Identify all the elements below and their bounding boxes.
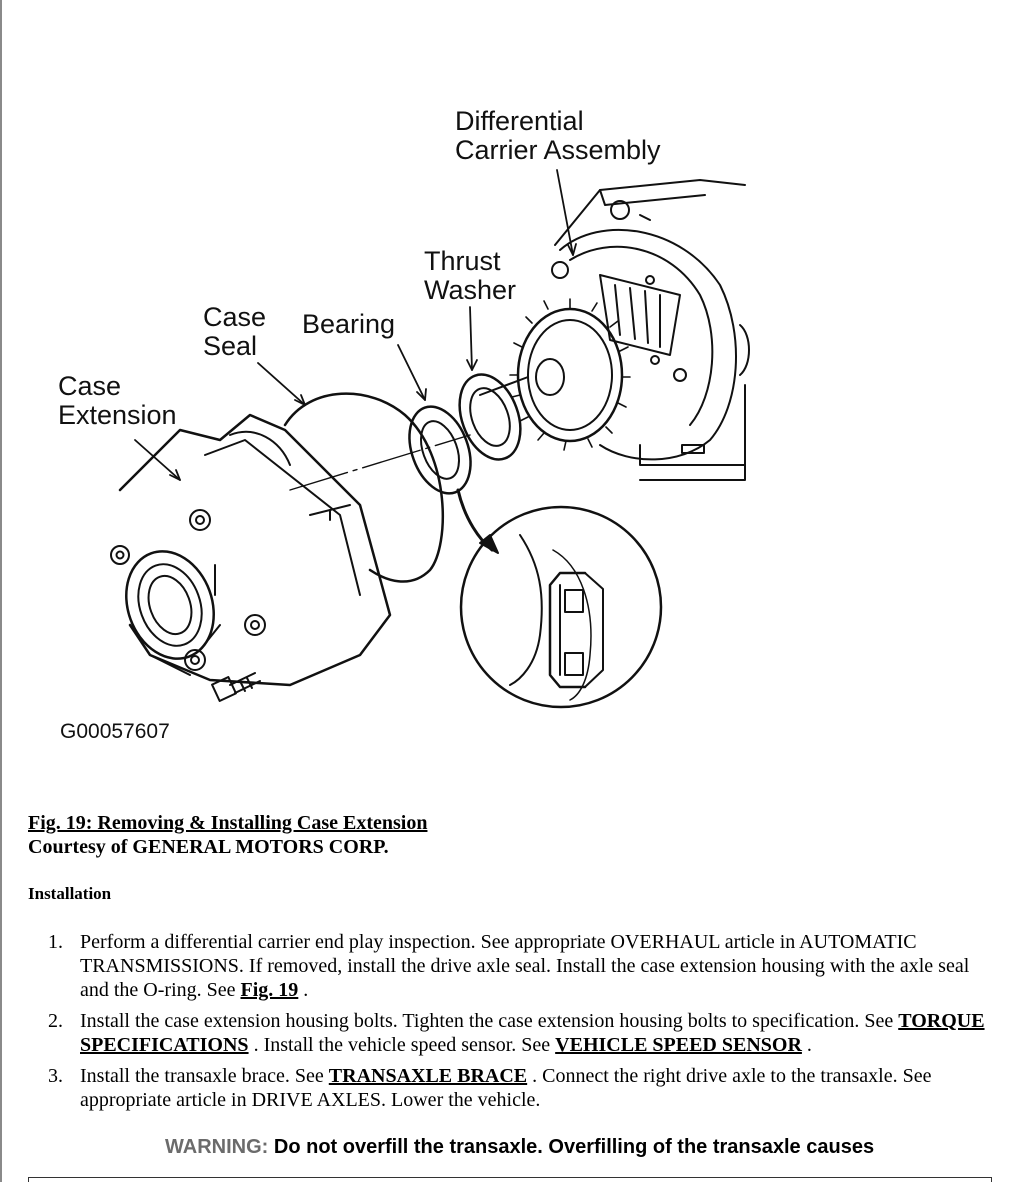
vehicle-speed-sensor-link[interactable]: VEHICLE SPEED SENSOR [555,1034,802,1056]
installation-steps: 1. Perform a differential carrier end pl… [30,930,990,1119]
warning-notice: WARNING: Do not overfill the transaxle. … [165,1136,874,1159]
callout-case-seal: Case Seal [203,302,267,361]
case-seal-drawing [283,392,444,583]
step-text: Perform a differential carrier end play … [80,931,970,1001]
callout-thrust-washer: Thrust Washer [424,246,517,305]
fig-19-link[interactable]: Fig. 19 [240,979,299,1001]
page-left-border [0,0,2,1182]
warning-label: WARNING: [165,1136,269,1158]
detail-inset [456,488,663,709]
torque-specifications-link[interactable]: TORQUE SPECIFICATIONS [80,1010,985,1056]
step-text: Install the case extension housing bolts… [80,1010,899,1032]
callout-differential-carrier-assembly: Differential Carrier Assembly [455,106,661,165]
step-number: 3. [48,1065,63,1087]
transaxle-brace-link[interactable]: TRANSAXLE BRACE [328,1065,528,1087]
step-item: 3. Install the transaxle brace. See TRAN… [30,1064,990,1112]
warning-box-border [28,1177,992,1182]
warning-text: Do not overfill the transaxle. Overfilli… [273,1136,875,1158]
bearing-drawing [289,405,472,495]
step-item: 2. Install the case extension housing bo… [30,1009,990,1057]
figure-caption: Fig. 19: Removing & Installing Case Exte… [28,811,427,859]
step-item: 1. Perform a differential carrier end pl… [30,930,990,1002]
step-text: . Install the vehicle speed sensor. See [248,1034,556,1056]
thrust-washer-drawing [458,373,522,461]
callout-leaders [134,169,577,481]
step-text: Install the transaxle brace. See [80,1065,329,1087]
section-heading: Installation [28,884,112,903]
step-number: 2. [48,1010,63,1032]
step-text: . [298,979,309,1001]
step-text: . [801,1034,812,1056]
callout-case-extension: Case Extension [58,371,177,430]
step-number: 1. [48,931,63,953]
figure-title-link[interactable]: Fig. 19: Removing & Installing Case Exte… [28,812,428,834]
case-extension-drawing [110,413,392,702]
callout-bearing: Bearing [302,309,396,339]
figure-courtesy: Courtesy of GENERAL MOTORS CORP. [28,836,389,858]
figure-id: G00057607 [60,720,170,743]
step-text: . Connect the right drive axle to the tr… [80,1065,932,1111]
exploded-view-illustration [40,95,760,760]
